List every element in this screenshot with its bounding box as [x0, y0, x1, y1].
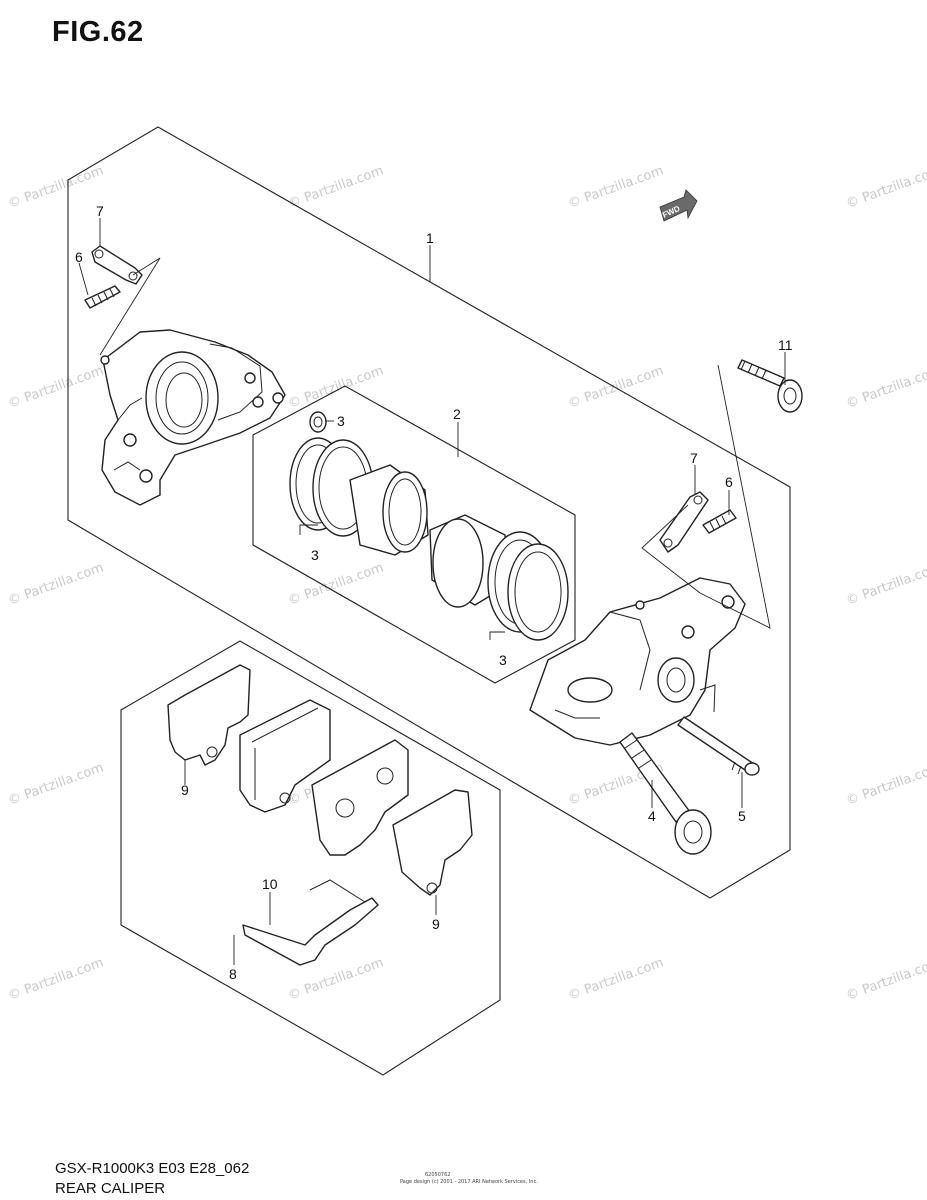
- callout-3: 3: [499, 652, 507, 668]
- callout-11: 11: [778, 337, 793, 353]
- callout-9: 9: [181, 782, 189, 798]
- caliper-half-right: [529, 577, 746, 746]
- watermark: © Partzilla.com: [566, 163, 665, 211]
- watermark: © Partzilla.com: [6, 363, 105, 411]
- watermark: © Partzilla.com: [844, 760, 927, 808]
- section-name-label: REAR CALIPER: [55, 1180, 166, 1197]
- piston-seal-set-right: [429, 514, 569, 641]
- fwd-arrow-icon: FWD: [659, 189, 698, 222]
- bleeder-valve-left: [84, 285, 121, 309]
- pad-shim-left: [167, 664, 251, 766]
- piston-seal-kit-outline: [252, 385, 576, 684]
- leader-line: [699, 364, 771, 629]
- brake-pad-set-outline: [120, 640, 501, 1076]
- callout-6: 6: [75, 249, 83, 265]
- watermark: © Partzilla.com: [566, 955, 665, 1003]
- leader-line: [641, 504, 701, 594]
- brake-pad-left: [239, 699, 331, 813]
- caliper-assembly-outline: [67, 126, 791, 899]
- watermark: © Partzilla.com: [6, 560, 105, 608]
- small-seal-3: [309, 411, 327, 433]
- callout-1: 1: [426, 230, 434, 246]
- piston-seal-set-left: [289, 437, 429, 556]
- watermark: © Partzilla.com: [286, 363, 385, 411]
- pad-pin-5: [677, 716, 760, 776]
- leader-line: [99, 257, 161, 356]
- caliper-bolt-4: [619, 732, 712, 855]
- watermark: © Partzilla.com: [286, 560, 385, 608]
- watermark: © Partzilla.com: [844, 955, 927, 1003]
- callout-7: 7: [690, 450, 698, 466]
- callout-2: 2: [453, 406, 461, 422]
- bleeder-cap-left: [91, 245, 143, 285]
- callout-9: 9: [432, 916, 440, 932]
- callout-5: 5: [738, 808, 746, 824]
- figure-title: FIG.62: [52, 16, 144, 48]
- watermark: © Partzilla.com: [6, 760, 105, 808]
- model-code-label: GSX-R1000K3 E03 E28_062: [55, 1160, 250, 1177]
- callout-3: 3: [337, 413, 345, 429]
- watermark: © Partzilla.com: [844, 163, 927, 211]
- callout-7: 7: [96, 203, 104, 219]
- pad-spring-10: [242, 879, 379, 966]
- mounting-bolt-11: [737, 359, 803, 413]
- pad-shim-right: [392, 789, 473, 896]
- copyright-small-print: Page design (c) 2001 - 2017 ARI Network …: [400, 1179, 538, 1185]
- caliper-half-left: [100, 329, 286, 506]
- callout-8: 8: [229, 966, 237, 982]
- watermark: © Partzilla.com: [286, 163, 385, 211]
- small-print-code: 62050762: [425, 1172, 451, 1178]
- watermark: © Partzilla.com: [6, 955, 105, 1003]
- callout-6: 6: [725, 474, 733, 490]
- watermark: © Partzilla.com: [6, 163, 105, 211]
- callout-leaders: [78, 218, 786, 965]
- brake-pad-right: [311, 739, 409, 856]
- watermark: © Partzilla.com: [844, 363, 927, 411]
- watermark: © Partzilla.com: [844, 560, 927, 608]
- callout-3: 3: [311, 547, 319, 563]
- callout-10: 10: [262, 876, 278, 892]
- bleeder-valve-right: [702, 509, 737, 534]
- callout-4: 4: [648, 808, 656, 824]
- bleeder-cap-right: [659, 491, 709, 553]
